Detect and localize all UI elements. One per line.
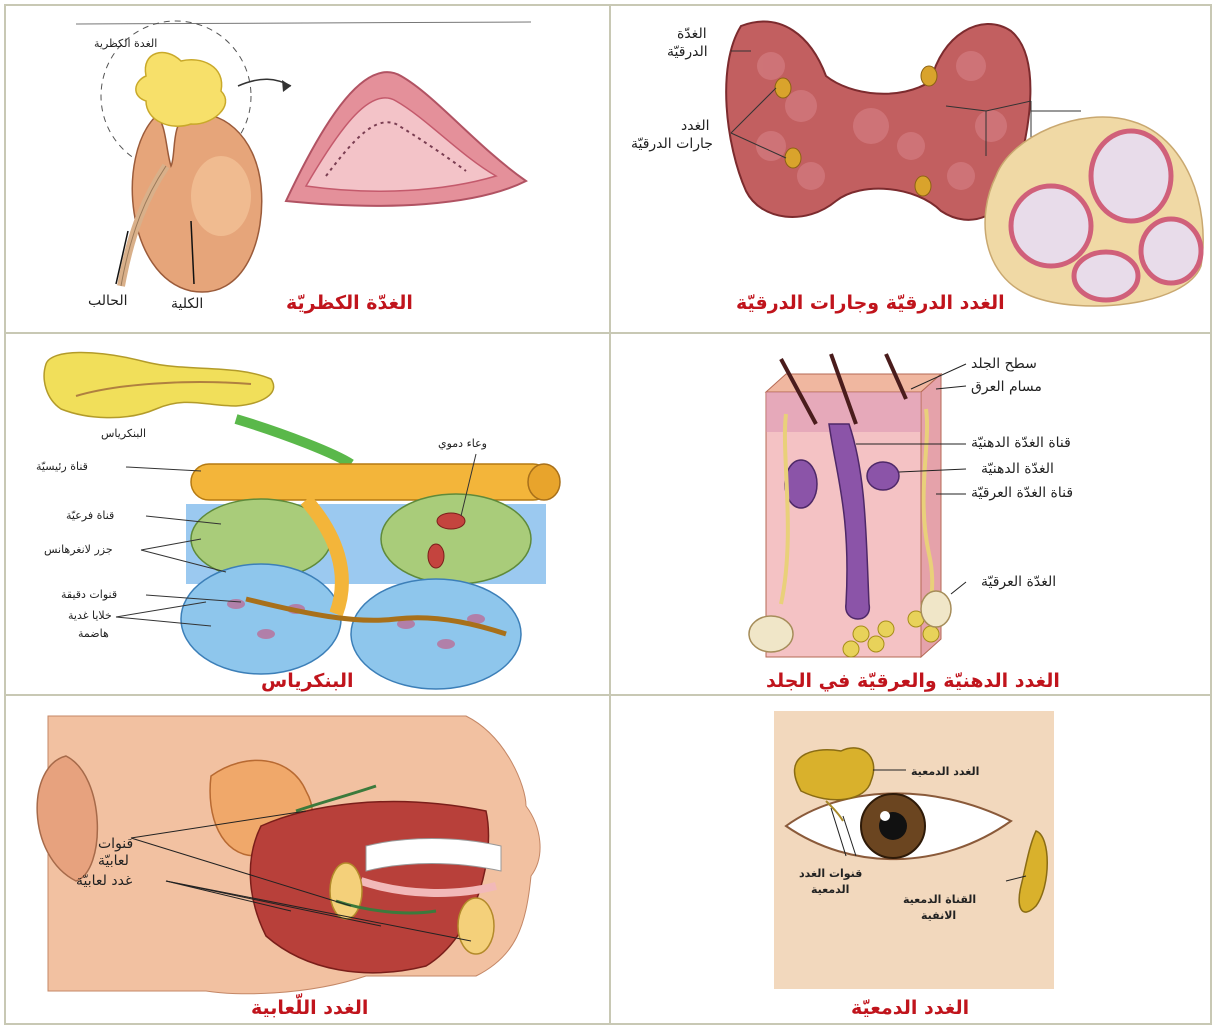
sebaceous-duct-label: قناة الغدّة الدهنيّة	[971, 435, 1071, 451]
main-duct-label: قناة رئيسيّة	[36, 459, 88, 475]
nasolacrimal-label-2: الانفية	[921, 908, 956, 924]
ureter-label: الحالب	[88, 293, 127, 309]
sub-duct-label: قناة فرعيّة	[66, 508, 114, 524]
nasolacrimal-label-1: القناة الدمعية	[903, 892, 976, 908]
thyroid-label-2: الدرقيّة	[667, 44, 708, 60]
pancreas-panel: البنكرياس وعاء دموي قناة رئيسيّة قناة فر…	[4, 332, 611, 696]
salivary-panel: قنوات لعابيّة غدد لعابيّة الغدد اللّعابي…	[4, 694, 611, 1025]
thyroid-panel: الغدّة الدرقيّة الغدد جارات الدرقيّة الغ…	[609, 4, 1212, 334]
islets-label: جزر لانغرهانس	[44, 542, 113, 558]
lacrimal-caption: الغدد الدمعيّة	[851, 997, 969, 1019]
adrenal-gland-label: الغدة الكظرية	[94, 36, 157, 52]
salivary-illustration	[6, 696, 611, 1025]
lacrimal-illustration	[611, 696, 1212, 1025]
kidney-label: الكلية	[171, 296, 203, 312]
lacrimal-gland-label: الغدد الدمعية	[911, 764, 979, 780]
adrenal-illustration	[6, 6, 611, 334]
adrenal-caption: الغدّة الكظريّة	[286, 292, 413, 314]
parathyroid-label-2: جارات الدرقيّة	[631, 136, 713, 152]
pancreas-caption: البنكرياس	[261, 670, 354, 692]
salivary-glands-label: غدد لعابيّة	[76, 873, 132, 889]
salivary-caption: الغدد اللّعابية	[251, 997, 368, 1019]
pancreas-organ-label: البنكرياس	[101, 426, 146, 442]
skin-illustration	[611, 334, 1212, 696]
digestive-cells-label-1: خلايا غدية	[68, 608, 112, 624]
sebaceous-gland-label: الغدّة الدهنيّة	[981, 461, 1054, 477]
fine-ducts-label: قنوات دقيقة	[61, 587, 117, 603]
adrenal-panel: الغدة الكظرية الحالب الكلية الغدّة الكظر…	[4, 4, 611, 334]
skin-caption: الغدد الدهنيّة والعرقيّة في الجلد	[766, 670, 1060, 692]
parathyroid-label-1: الغدد	[681, 118, 710, 134]
lacrimal-ducts-label-1: قنوات الغدد	[799, 866, 862, 882]
sweat-pore-label: مسام العرق	[971, 379, 1042, 395]
glands-table: الغدة الكظرية الحالب الكلية الغدّة الكظر…	[4, 4, 1212, 1025]
skin-surface-label: سطح الجلد	[971, 356, 1037, 372]
thyroid-label-1: الغدّة	[677, 26, 707, 42]
salivary-ducts-label-2: لعابيّة	[98, 853, 129, 869]
blood-vessel-label: وعاء دموي	[438, 436, 487, 452]
salivary-ducts-label-1: قنوات	[98, 836, 133, 852]
lacrimal-ducts-label-2: الدمعية	[811, 882, 849, 898]
sweat-duct-label: قناة الغدّة العرقيّة	[971, 485, 1073, 501]
digestive-cells-label-2: هاضمة	[78, 626, 109, 642]
thyroid-caption: الغدد الدرقيّة وجارات الدرقيّة	[736, 292, 1005, 314]
lacrimal-panel: الغدد الدمعية قنوات الغدد الدمعية القناة…	[609, 694, 1212, 1025]
sweat-gland-label: الغدّة العرقيّة	[981, 574, 1056, 590]
skin-panel: سطح الجلد مسام العرق قناة الغدّة الدهنيّ…	[609, 332, 1212, 696]
